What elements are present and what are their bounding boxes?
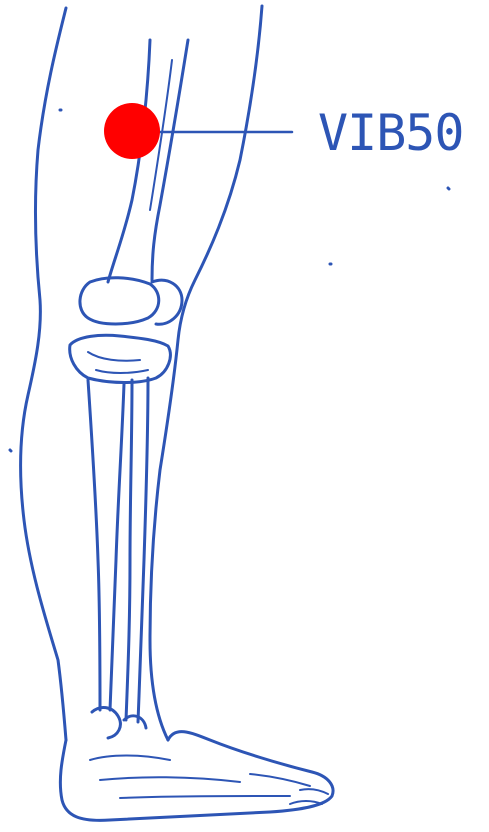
- thigh-back-contour: [21, 8, 66, 740]
- kneecap: [80, 278, 159, 324]
- femur-back-line: [108, 40, 150, 282]
- fibula-left: [126, 380, 132, 720]
- tibia-shaft-left: [88, 380, 100, 710]
- thigh-front-contour: [150, 6, 262, 740]
- tibia-head-detail: [88, 352, 148, 373]
- fibula-right: [138, 378, 148, 722]
- acupoint-label: VIB50: [318, 108, 464, 158]
- acupoint-marker: [104, 103, 160, 159]
- tibia-shaft-right: [110, 384, 124, 710]
- tibia-head: [70, 335, 171, 382]
- foot-contour: [60, 732, 333, 821]
- knee-side-bone: [152, 280, 182, 324]
